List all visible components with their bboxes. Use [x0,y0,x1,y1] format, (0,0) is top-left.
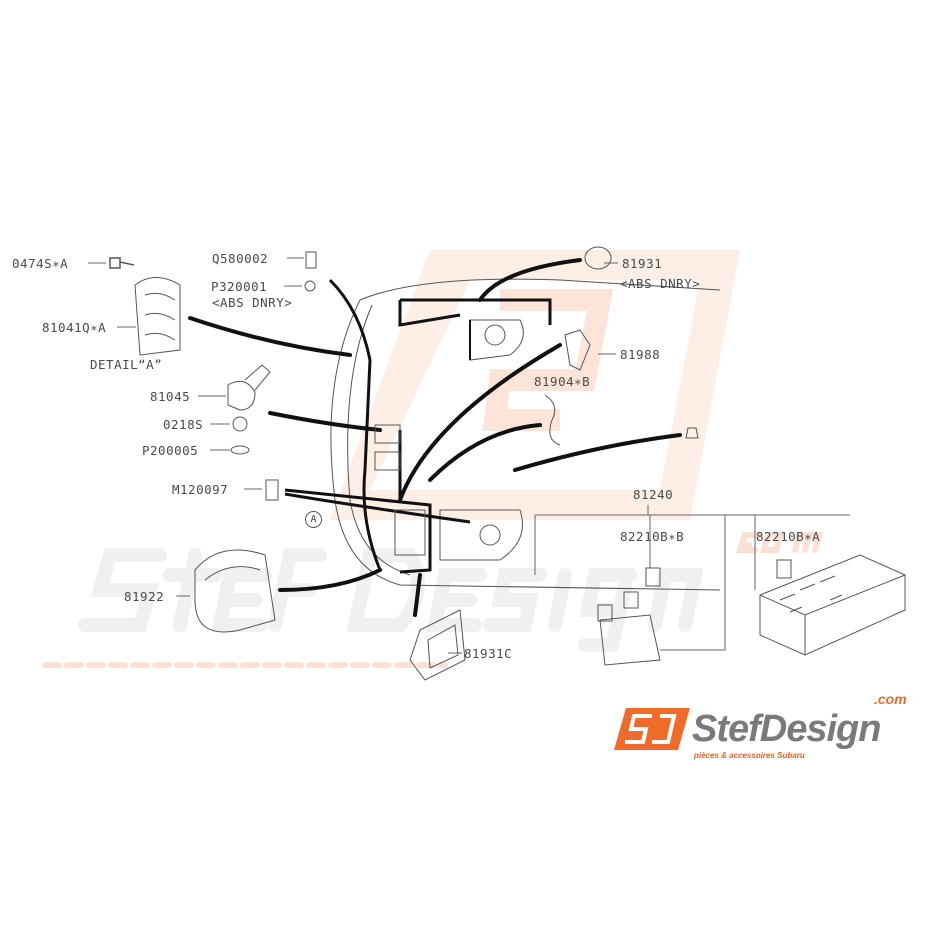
part-label-81045: 81045 [150,389,191,404]
part-label-0474s-a: 0474S∗A [12,256,69,271]
part-label-m120097: M120097 [172,482,229,497]
part-label-p200005: P200005 [142,443,199,458]
part-note-abs-only-2: <ABS DNRY> [620,276,701,291]
part-label-0218s: 0218S [163,417,204,432]
logo-com: .com [874,691,907,707]
logo-tagline: pièces & accessoires Subaru [694,751,805,760]
logo-name: StefDesign [692,708,881,750]
stefdesign-logo: StefDesign .com pièces & accessoires Sub… [612,692,922,764]
part-label-81931c: 81931C [464,646,513,661]
part-label-81931: 81931 [622,256,663,271]
detail-a-marker: A [305,511,322,528]
part-label-81041q-a: 81041Q∗A [42,320,107,335]
part-label-p320001: P320001 [211,279,268,294]
part-label-82210b-a: 82210B∗A [756,529,821,544]
part-label-q580002: Q580002 [212,251,269,266]
detail-a-caption: DETAIL“A” [90,357,163,372]
logo-sd-mark [614,708,690,750]
part-label-82210b-b: 82210B∗B [620,529,685,544]
part-note-abs-only-1: <ABS DNRY> [212,295,293,310]
part-label-81904-b: 81904∗B [534,374,591,389]
part-label-81988: 81988 [620,347,661,362]
part-label-81240: 81240 [633,487,674,502]
part-label-81922: 81922 [124,589,165,604]
